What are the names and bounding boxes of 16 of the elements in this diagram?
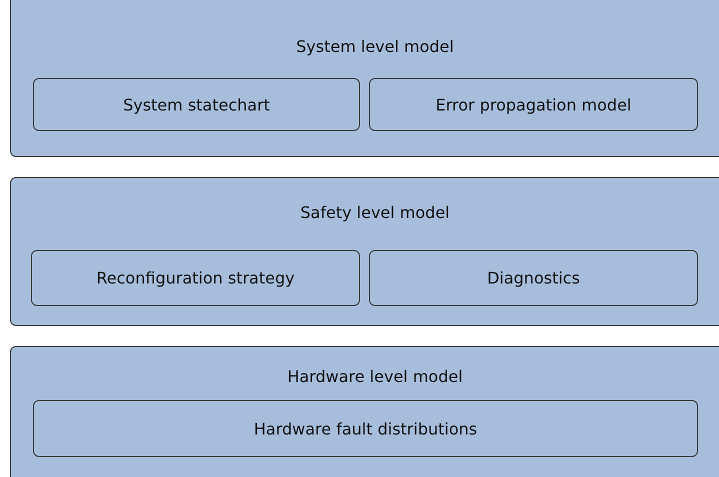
component-label: Reconfiguration strategy (95, 268, 296, 288)
component-box (369, 250, 698, 306)
component-label: Hardware fault distributions (252, 419, 478, 438)
component-box (369, 78, 698, 131)
component-box (33, 78, 360, 131)
component-box (31, 250, 360, 306)
component-label: Diagnostics (486, 268, 581, 288)
level-title: Safety level model (299, 203, 451, 222)
component-box (33, 400, 698, 457)
level-panel (10, 177, 719, 326)
level-panel (10, 346, 719, 477)
component-label: Error propagation model (434, 95, 632, 114)
level-panel (10, 0, 719, 157)
level-title: Hardware level model (286, 367, 464, 386)
level-title: System level model (295, 37, 455, 56)
component-label: System statechart (122, 95, 271, 114)
